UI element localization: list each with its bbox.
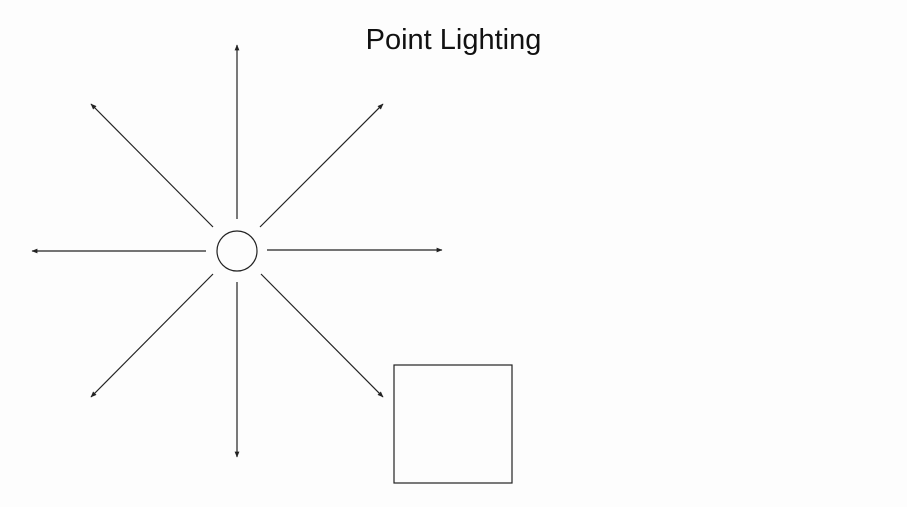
lit-object-square bbox=[393, 364, 513, 484]
light-ray-south-east bbox=[260, 273, 384, 398]
light-rays-group bbox=[31, 44, 443, 458]
light-ray-south-west bbox=[90, 273, 214, 398]
diagram-title: Point Lighting bbox=[365, 24, 542, 56]
point-light-source bbox=[216, 230, 258, 272]
light-ray-north-west bbox=[90, 103, 214, 228]
light-ray-north-east bbox=[259, 103, 384, 228]
